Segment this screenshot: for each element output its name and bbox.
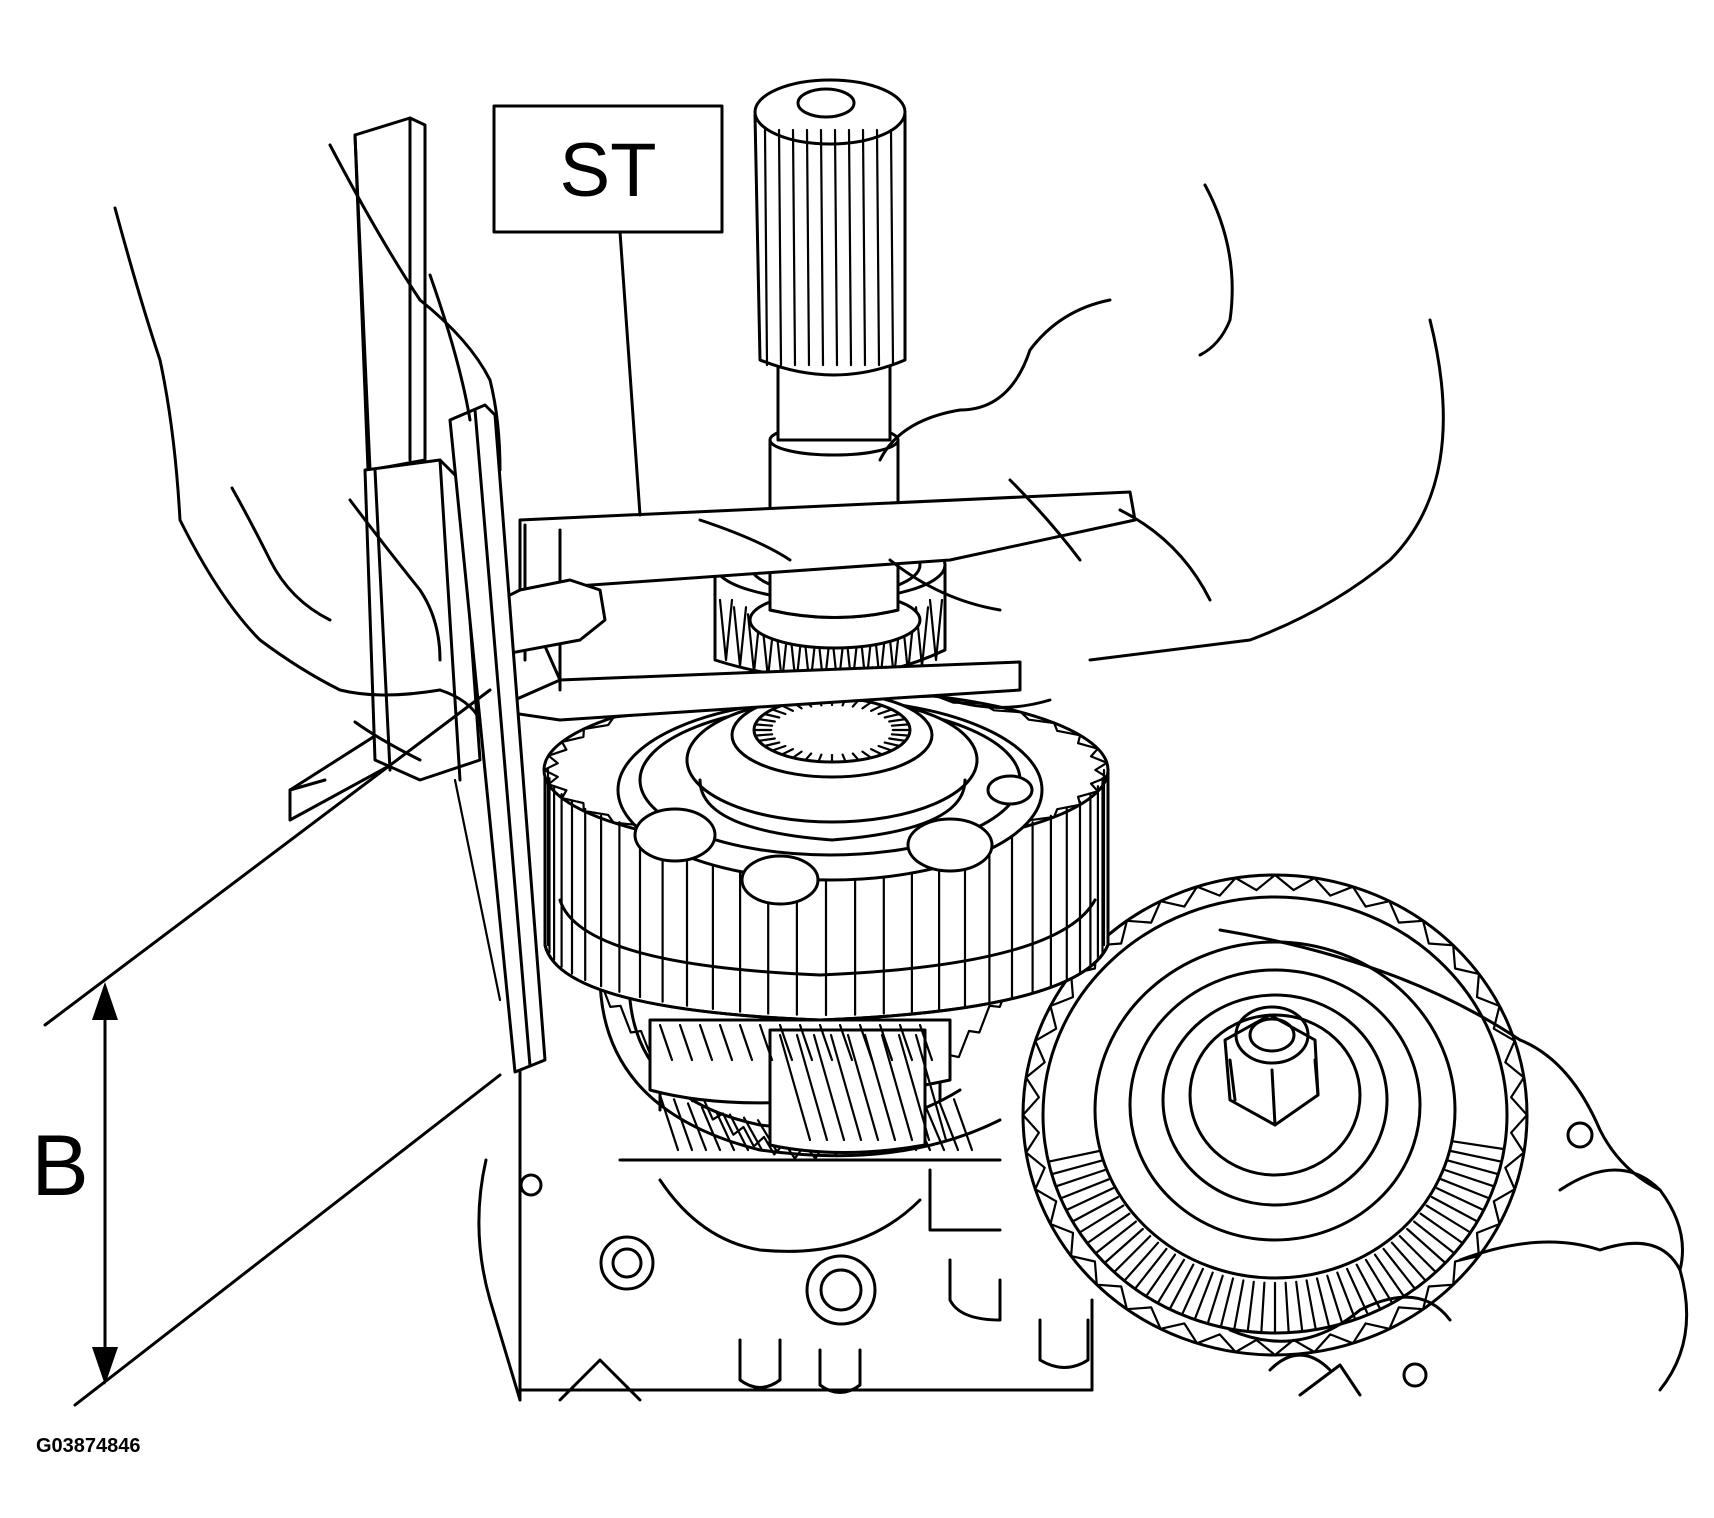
hub-window: [633, 807, 717, 863]
hub-window: [740, 854, 820, 906]
arrow-head-down: [92, 1347, 118, 1385]
case-bolt-hole: [1402, 1362, 1428, 1388]
dimension-extension-line-top: [43, 688, 492, 1027]
hex-nut: [1223, 1005, 1320, 1127]
hub-window: [986, 774, 1034, 806]
st-label-box: [492, 104, 724, 234]
st-leader-line: [618, 230, 642, 517]
special-tool-bar: [288, 490, 1137, 822]
lower-bolts: [599, 1158, 1090, 1394]
figure-id: G03874846: [36, 1435, 141, 1457]
st-label: ST: [559, 128, 656, 213]
right-hand: [698, 183, 1445, 709]
special-tool-callout: ST: [492, 104, 724, 517]
arrow-head-up: [92, 982, 118, 1020]
counter-drive-gear: [1021, 873, 1529, 1357]
left-hand: [113, 143, 502, 762]
helical-pinion-gear: [648, 1018, 952, 1154]
case-bolt-hole: [1566, 1121, 1594, 1149]
hub-window: [906, 817, 994, 873]
case-bolt: [805, 1254, 877, 1326]
case-bolt-hole: [519, 1173, 543, 1197]
case-bolt: [599, 1235, 655, 1291]
dimension-b: B: [31, 688, 502, 1407]
depth-gauge: [353, 116, 547, 1074]
dimension-label: B: [31, 1118, 88, 1214]
input-shaft: [713, 78, 947, 691]
dimension-extension-line-bottom: [73, 1073, 502, 1407]
transmission-case: [477, 928, 1689, 1402]
